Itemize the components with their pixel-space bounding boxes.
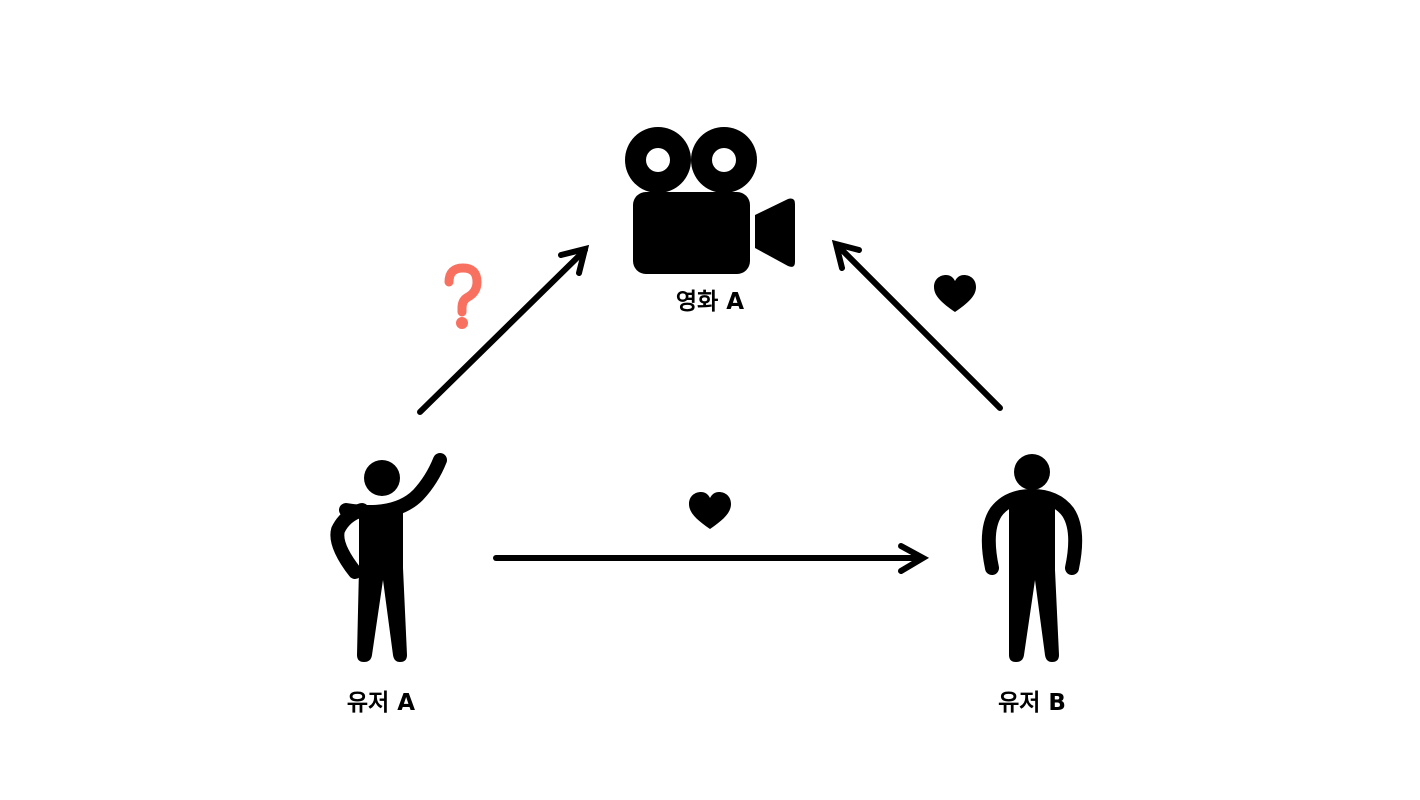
person-standing-icon	[981, 454, 1083, 662]
question-mark-icon	[444, 263, 482, 329]
arrow-user-a-to-user-b	[493, 543, 930, 574]
user-a-label: 유저 A	[346, 690, 416, 716]
heart-icon	[934, 275, 976, 312]
arrow-user-b-to-movie	[831, 239, 1003, 411]
movie-label: 영화 A	[675, 289, 745, 315]
arrow-user-a-to-movie	[417, 244, 590, 415]
movie-camera-icon	[625, 127, 795, 274]
user-b-label: 유저 B	[998, 690, 1066, 716]
heart-icon	[689, 492, 731, 529]
person-waving-icon	[330, 453, 447, 662]
